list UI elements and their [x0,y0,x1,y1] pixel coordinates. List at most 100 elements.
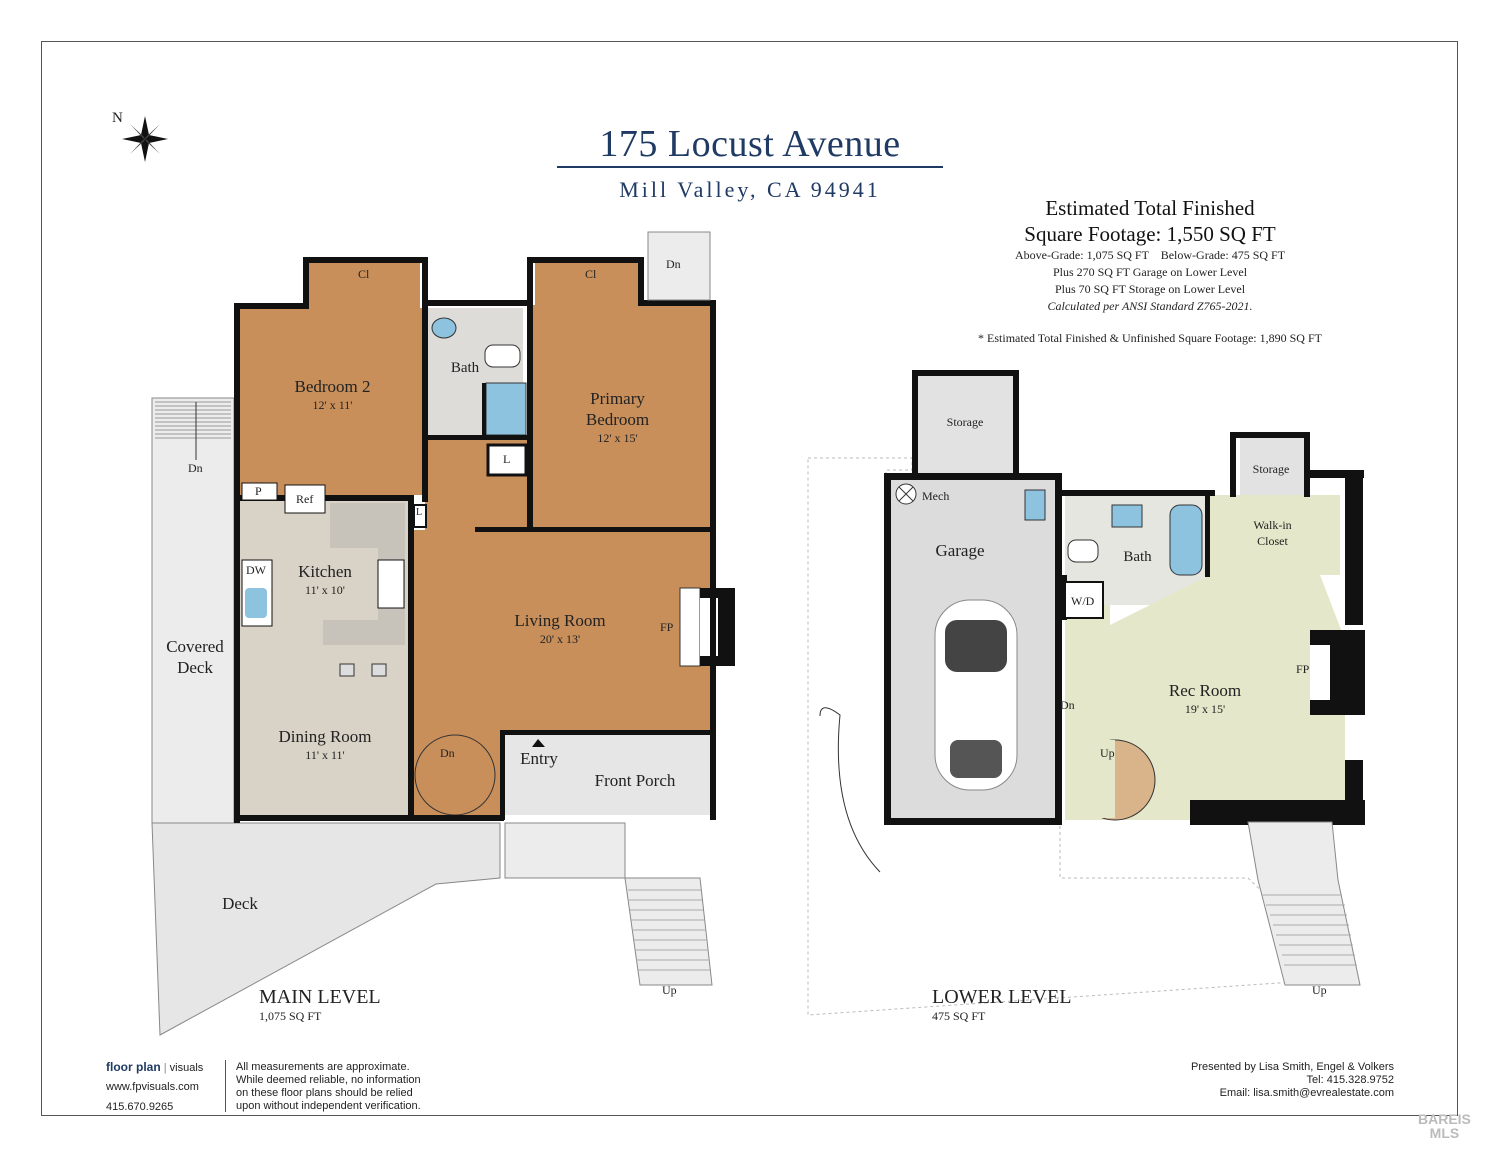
laundry-sink-icon [1024,489,1046,521]
sqft-total-note: * Estimated Total Finished & Unfinished … [978,331,1322,345]
room-name: Primary [590,389,645,408]
dishwasher-label: DW [246,563,266,577]
square-footage-summary: Estimated Total Finished Square Footage:… [940,195,1360,315]
linen-closet-2 [413,504,427,528]
lower-storage-floor [918,375,1013,480]
room-name: Storage [946,415,984,429]
room-dims: 12' x 11' [312,398,353,412]
sqft-heading-1: Estimated Total Finished [1045,196,1255,220]
main-level-title: MAIN LEVEL 1,075 SQ FT [259,986,381,1024]
disclaimer-line: While deemed reliable, no information [236,1074,421,1086]
closet-label: Cl [585,267,597,281]
room-entry: Entry [513,748,565,769]
lower-tub-icon [1169,504,1203,576]
linen-closet [486,443,528,477]
kitchen-counter [323,503,405,645]
title-divider [557,166,943,168]
toilet-icon [484,344,521,368]
room-name: Kitchen [298,562,352,581]
brand-phone: 415.670.9265 [106,1101,174,1113]
room-dims: 11' x 10' [305,583,345,597]
lower-storage2-floor [1240,437,1305,495]
bath-sink-icon [431,317,457,339]
sqft-heading-2: Square Footage: 1,550 SQ FT [1024,222,1276,246]
level-area: 475 SQ FT [932,1009,986,1023]
disclaimer-line: All measurements are approximate. [236,1061,410,1073]
room-name: Covered [166,637,224,656]
agent-phone: Tel: 415.328.9752 [1306,1074,1394,1086]
room-name: Bedroom 2 [294,377,371,396]
sqft-detail-2: Plus 270 SQ FT Garage on Lower Level [1052,265,1248,279]
living-floor [410,530,710,730]
mls-watermark: BAREIS MLS [1418,1112,1471,1140]
driveway-curve [819,707,881,873]
covered-deck-area [151,397,235,824]
footer-agent: Presented by Lisa Smith, Engel & Volkers… [1094,1061,1394,1100]
room-name: Bath [450,360,480,376]
room-name: Front Porch [594,771,676,790]
primary-closet [535,262,640,305]
room-front-porch: Front Porch [575,770,695,791]
disclaimer-line: on these floor plans should be relied [236,1087,413,1099]
linen-closet-label: L [503,452,511,466]
room-dining: Dining Room 11' x 11' [255,726,395,763]
primary-floor [527,305,710,527]
primary-stair [647,231,711,301]
footer-divider [225,1060,226,1112]
lower-level-title: LOWER LEVEL 475 SQ FT [932,986,1071,1024]
disclaimer-line: upon without independent verification. [236,1100,421,1112]
room-name: Closet [1257,534,1288,548]
sqft-detail-1: Above-Grade: 1,075 SQ FT Below-Grade: 47… [1014,248,1286,262]
stair-up-label: Up [662,983,677,997]
level-name: LOWER LEVEL [932,986,1072,1008]
room-lower-storage-2: Storage [1240,461,1302,477]
brand-website[interactable]: www.fpvisuals.com [106,1081,199,1093]
room-bedroom2: Bedroom 2 12' x 11' [270,376,395,413]
refrigerator [284,484,326,514]
stair-down-label: Dn [1060,698,1075,712]
agent-email[interactable]: Email: lisa.smith@evrealestate.com [1219,1087,1394,1099]
room-name: Storage [1252,462,1290,476]
property-location: Mill Valley, CA 94941 [619,177,881,202]
lower-sink-icon [1111,504,1143,528]
sqft-detail-3: Plus 70 SQ FT Storage on Lower Level [1054,282,1246,296]
brand-name-rest: visuals [169,1062,204,1074]
stair-down-label: Dn [666,257,681,271]
watermark-line: BAREIS [1418,1111,1471,1127]
pantry-label: P [255,484,262,498]
room-covered-deck: Covered Deck [155,636,235,678]
room-garage: Garage [920,540,1000,561]
porch-floor [505,735,710,815]
room-lower-bath: Bath [1115,547,1160,568]
stair-up-label: Up [1312,983,1327,997]
stair-up-label: Up [1100,746,1115,760]
room-walkin-closet: Walk-in Closet [1240,517,1305,549]
stove-icon [377,559,405,609]
bedroom2-floor [240,308,425,495]
entry-arrow-icon [532,739,545,747]
compass-rose-icon [122,116,168,162]
refrigerator-label: Ref [296,492,314,506]
room-name: Entry [520,749,558,768]
lower-fireplace-label: FP [1296,662,1310,676]
room-lower-storage: Storage [935,414,995,430]
property-title: 175 Locust Avenue [599,123,901,165]
room-name: Garage [935,541,985,560]
brand-name-bold: floor plan [106,1060,161,1074]
stair-down-label: Dn [440,746,455,760]
kitchen-sink-icon [245,588,267,618]
fireplace-label: FP [660,620,674,634]
lower-walls [884,370,1365,825]
room-bath: Bath [440,358,490,379]
mech-label: Mech [922,489,950,503]
sqft-detail-4: Calculated per ANSI Standard Z765-2021. [1047,299,1253,313]
compass-north-label: N [112,110,123,126]
brand-logo: floor plan | visuals [106,1060,204,1075]
room-name: Dining Room [278,727,372,746]
lower-toilet-icon [1067,539,1099,563]
room-dims: 12' x 15' [597,431,638,445]
room-name: Living Room [514,611,606,630]
front-stair-treads [628,889,710,971]
